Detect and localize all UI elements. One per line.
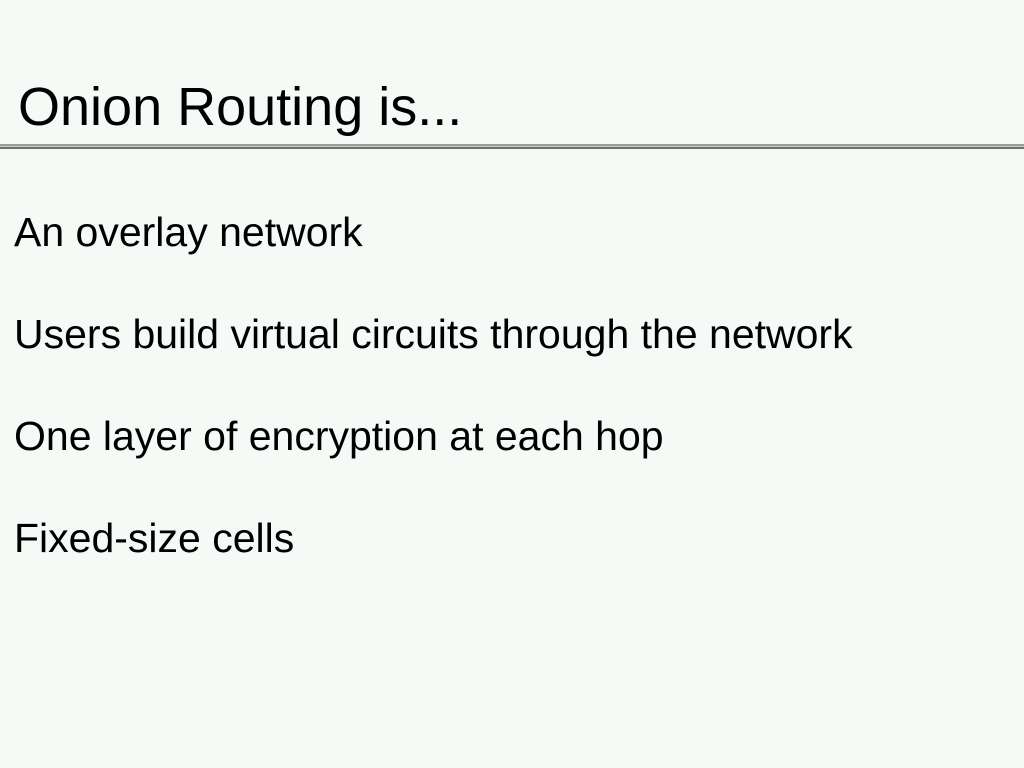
bullet-item-virtual-circuits: Users build virtual circuits through the… — [14, 311, 853, 357]
bullet-item-encryption-layer: One layer of encryption at each hop — [14, 413, 664, 459]
slide-title: Onion Routing is... — [18, 77, 463, 137]
bullet-item-overlay-network: An overlay network — [14, 209, 363, 255]
bullet-list: An overlay network Users build virtual c… — [14, 206, 853, 614]
bullet-item-fixed-size-cells: Fixed-size cells — [14, 515, 295, 561]
title-divider — [0, 144, 1024, 149]
